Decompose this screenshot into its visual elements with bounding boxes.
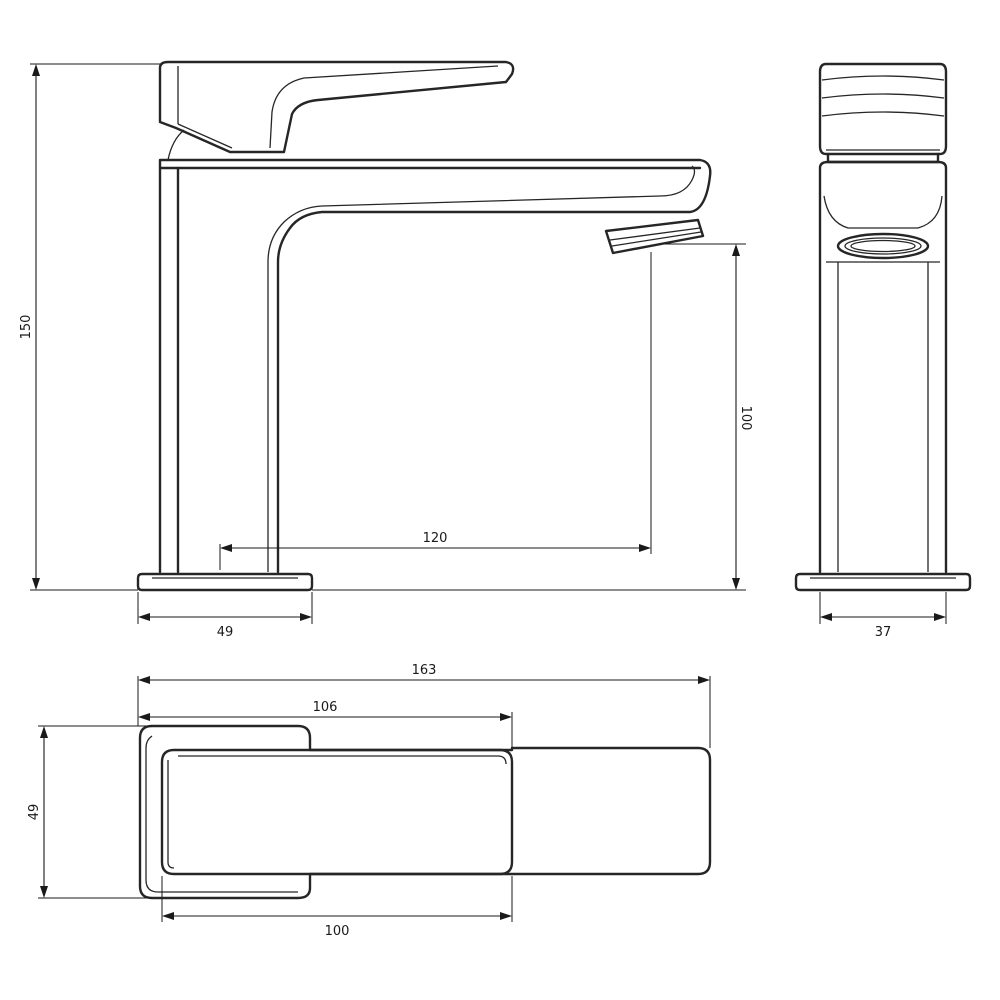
dimension-base-width-side: 37 bbox=[819, 592, 947, 640]
dim-label-spout-height: 100 bbox=[738, 406, 753, 431]
dimension-spout-height: 100 bbox=[312, 243, 753, 591]
front-aerator bbox=[604, 218, 705, 255]
front-base-plate bbox=[136, 572, 314, 592]
dimension-overall-height: 150 bbox=[19, 63, 160, 591]
top-lever-outline bbox=[160, 748, 514, 876]
side-aerator bbox=[836, 232, 930, 260]
dim-label-lever-length-top: 106 bbox=[313, 700, 338, 715]
front-tap-body bbox=[158, 158, 712, 574]
dimension-spout-reach: 120 bbox=[219, 252, 652, 570]
dim-label-base-width-front: 49 bbox=[217, 625, 234, 640]
top-base-inner bbox=[145, 735, 298, 893]
side-base-plate bbox=[794, 572, 972, 592]
dimension-base-width-front: 49 bbox=[137, 592, 313, 640]
front-lever-handle bbox=[158, 60, 515, 161]
side-lever bbox=[818, 62, 948, 164]
dim-label-depth-top: 49 bbox=[27, 804, 42, 821]
dimension-total-length-top: 163 bbox=[137, 663, 711, 748]
dim-label-body-length-top: 100 bbox=[325, 924, 350, 939]
side-body bbox=[818, 160, 948, 574]
top-base-outline bbox=[138, 724, 712, 900]
front-view bbox=[136, 60, 712, 592]
top-view bbox=[138, 724, 712, 900]
dim-label-base-width-side: 37 bbox=[875, 625, 892, 640]
side-view bbox=[794, 62, 972, 592]
dimension-body-length-top: 100 bbox=[161, 876, 513, 939]
dim-label-overall-height: 150 bbox=[19, 315, 34, 340]
dim-label-total-length-top: 163 bbox=[412, 663, 437, 678]
dimension-lever-length-top: 106 bbox=[138, 700, 513, 748]
dim-label-spout-reach: 120 bbox=[423, 531, 448, 546]
dimension-depth-top: 49 bbox=[27, 725, 152, 899]
